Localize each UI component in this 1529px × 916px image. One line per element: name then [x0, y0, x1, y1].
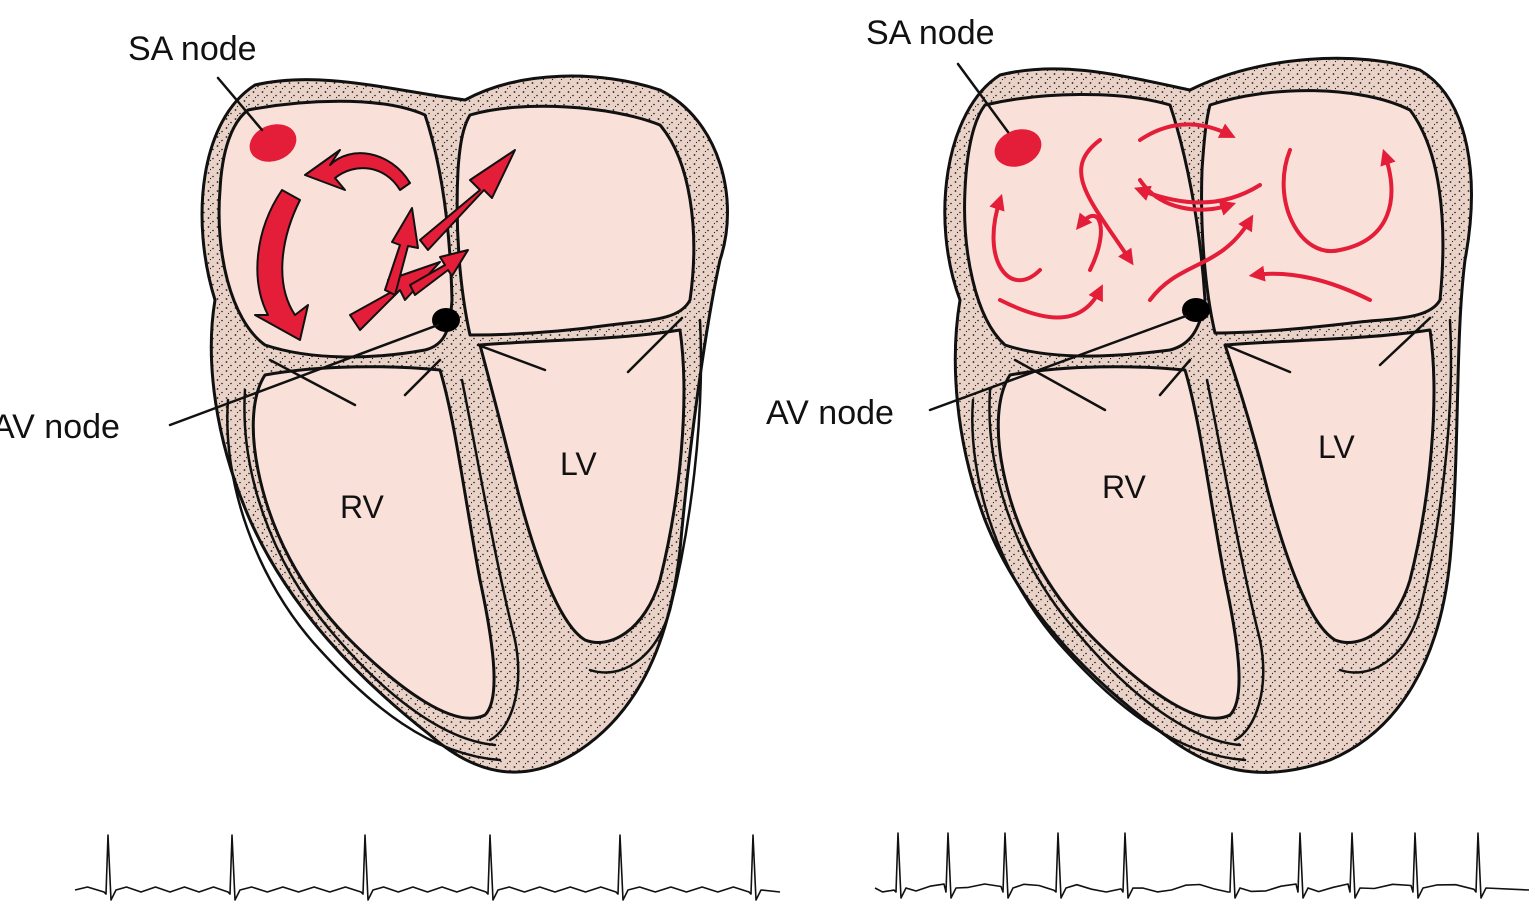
left-atrium: [1200, 89, 1445, 335]
right-ventricle: [251, 365, 496, 720]
rv-wall-line-2: [971, 398, 1247, 762]
rv-wall-line-2: [226, 398, 502, 762]
chaotic-impulse-arrows: [989, 122, 1396, 320]
sa-node-leader: [956, 62, 1010, 134]
lv-label: LV: [560, 446, 597, 482]
lv-label: LV: [1318, 429, 1355, 465]
tricuspid-valve: [268, 358, 357, 407]
av-node: [1182, 298, 1210, 322]
tricuspid-valve-2: [1158, 358, 1192, 397]
mitral-valve: [1223, 343, 1292, 374]
av-node: [432, 308, 460, 332]
heart-left: SA node AV node RV LV: [0, 30, 729, 774]
left-ventricle: [1223, 328, 1436, 644]
sa-node: [994, 129, 1042, 167]
ecg-strip-regular: [74, 834, 781, 901]
av-node-leader: [928, 314, 1188, 412]
rv-label: RV: [1102, 469, 1147, 505]
sa-node-leader: [216, 76, 264, 132]
rv-wall-line: [243, 388, 497, 747]
rv-label: RV: [340, 489, 385, 525]
ecg-strip-irregular: [874, 832, 1529, 899]
ecg-trace: [74, 834, 781, 901]
organized-impulse-arrows: [254, 149, 516, 341]
mitral-valve: [476, 343, 547, 372]
sa-node-label: SA node: [128, 30, 257, 68]
right-ventricle: [996, 365, 1241, 720]
mitral-valve-2: [626, 316, 684, 374]
av-node-leader: [168, 323, 440, 427]
sa-node: [249, 124, 297, 162]
lv-wall-line: [588, 318, 703, 674]
lv-wall-line: [1338, 318, 1453, 674]
sa-node-label: SA node: [866, 14, 995, 52]
av-node-label: AV node: [766, 394, 894, 432]
left-ventricle: [478, 328, 686, 644]
right-atrium: [963, 93, 1207, 358]
mitral-valve-2: [1378, 316, 1432, 367]
tricuspid-valve-2: [403, 358, 442, 397]
tricuspid-valve: [1013, 358, 1107, 412]
rv-wall-line: [988, 388, 1242, 747]
left-atrium: [455, 104, 696, 337]
ecg-trace: [874, 832, 1529, 899]
heart-right: SA node AV node RV LV: [766, 14, 1473, 774]
septum-line: [1205, 378, 1265, 742]
septum-line: [460, 378, 520, 742]
av-node-label: AV node: [0, 408, 120, 446]
